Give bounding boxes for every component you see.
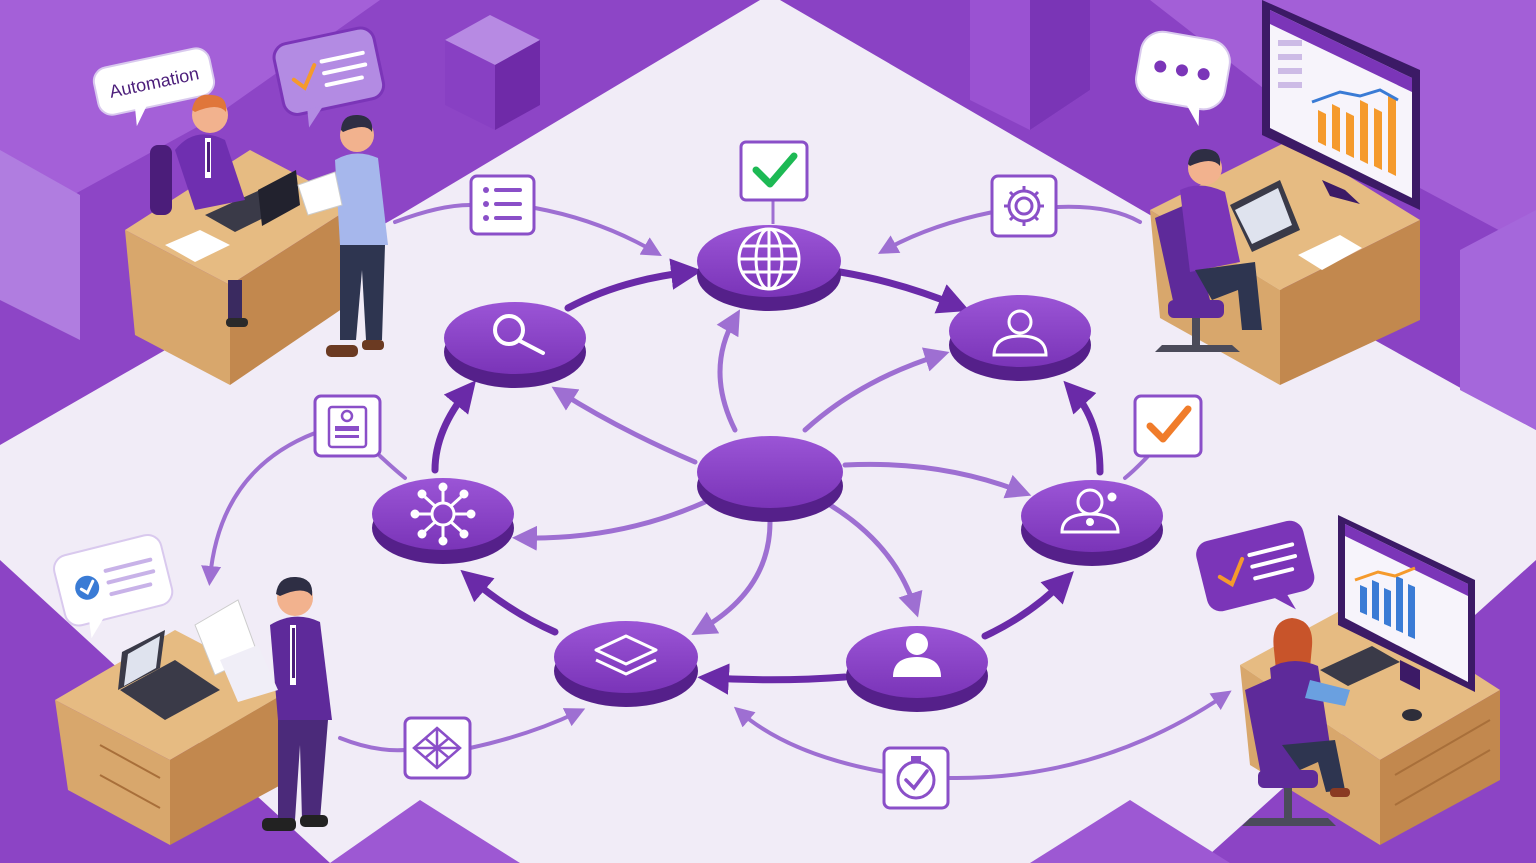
node-hub[interactable]	[697, 436, 843, 522]
node-support[interactable]	[1021, 480, 1163, 566]
person-seated-top-left	[150, 94, 248, 327]
user-icon	[893, 633, 941, 677]
office-desk-top-left	[125, 150, 355, 385]
network-icon	[410, 482, 476, 546]
clock-check-icon	[882, 746, 950, 810]
person-standing-top-left	[297, 114, 388, 357]
check-bubble-left	[53, 533, 174, 639]
check-bubble-right	[1196, 520, 1315, 612]
node-user-bottom[interactable]	[846, 626, 988, 712]
node-search[interactable]	[444, 302, 586, 388]
checkmark-box-icon	[1133, 394, 1203, 458]
person-seated-bottom-right	[1242, 618, 1350, 826]
node-network[interactable]	[372, 478, 514, 564]
pattern-icon	[403, 716, 472, 780]
connection-arrows	[201, 203, 1232, 781]
person-seated-top-right	[1155, 148, 1300, 352]
laptop-bottom-left	[118, 630, 220, 720]
search-icon	[493, 314, 545, 355]
typing-bubble	[1135, 30, 1231, 127]
gear-icon	[990, 174, 1058, 238]
node-user-top[interactable]	[949, 295, 1091, 381]
computer-monitor-bottom-right	[1320, 515, 1475, 721]
computer-monitor-top-right	[1262, 0, 1420, 210]
layers-icon	[594, 634, 658, 676]
node-layers[interactable]	[554, 621, 698, 707]
checkmark-box-icon	[739, 140, 809, 224]
globe-icon	[737, 227, 801, 291]
user-icon	[992, 309, 1048, 357]
automation-bubble: Automation	[92, 47, 216, 127]
node-globe[interactable]	[697, 140, 841, 311]
checklist-icon	[469, 174, 536, 236]
id-card-icon	[313, 394, 382, 458]
support-agent-icon	[1060, 488, 1120, 534]
check-bubble-top	[272, 26, 386, 128]
person-standing-bottom-left	[194, 576, 332, 831]
